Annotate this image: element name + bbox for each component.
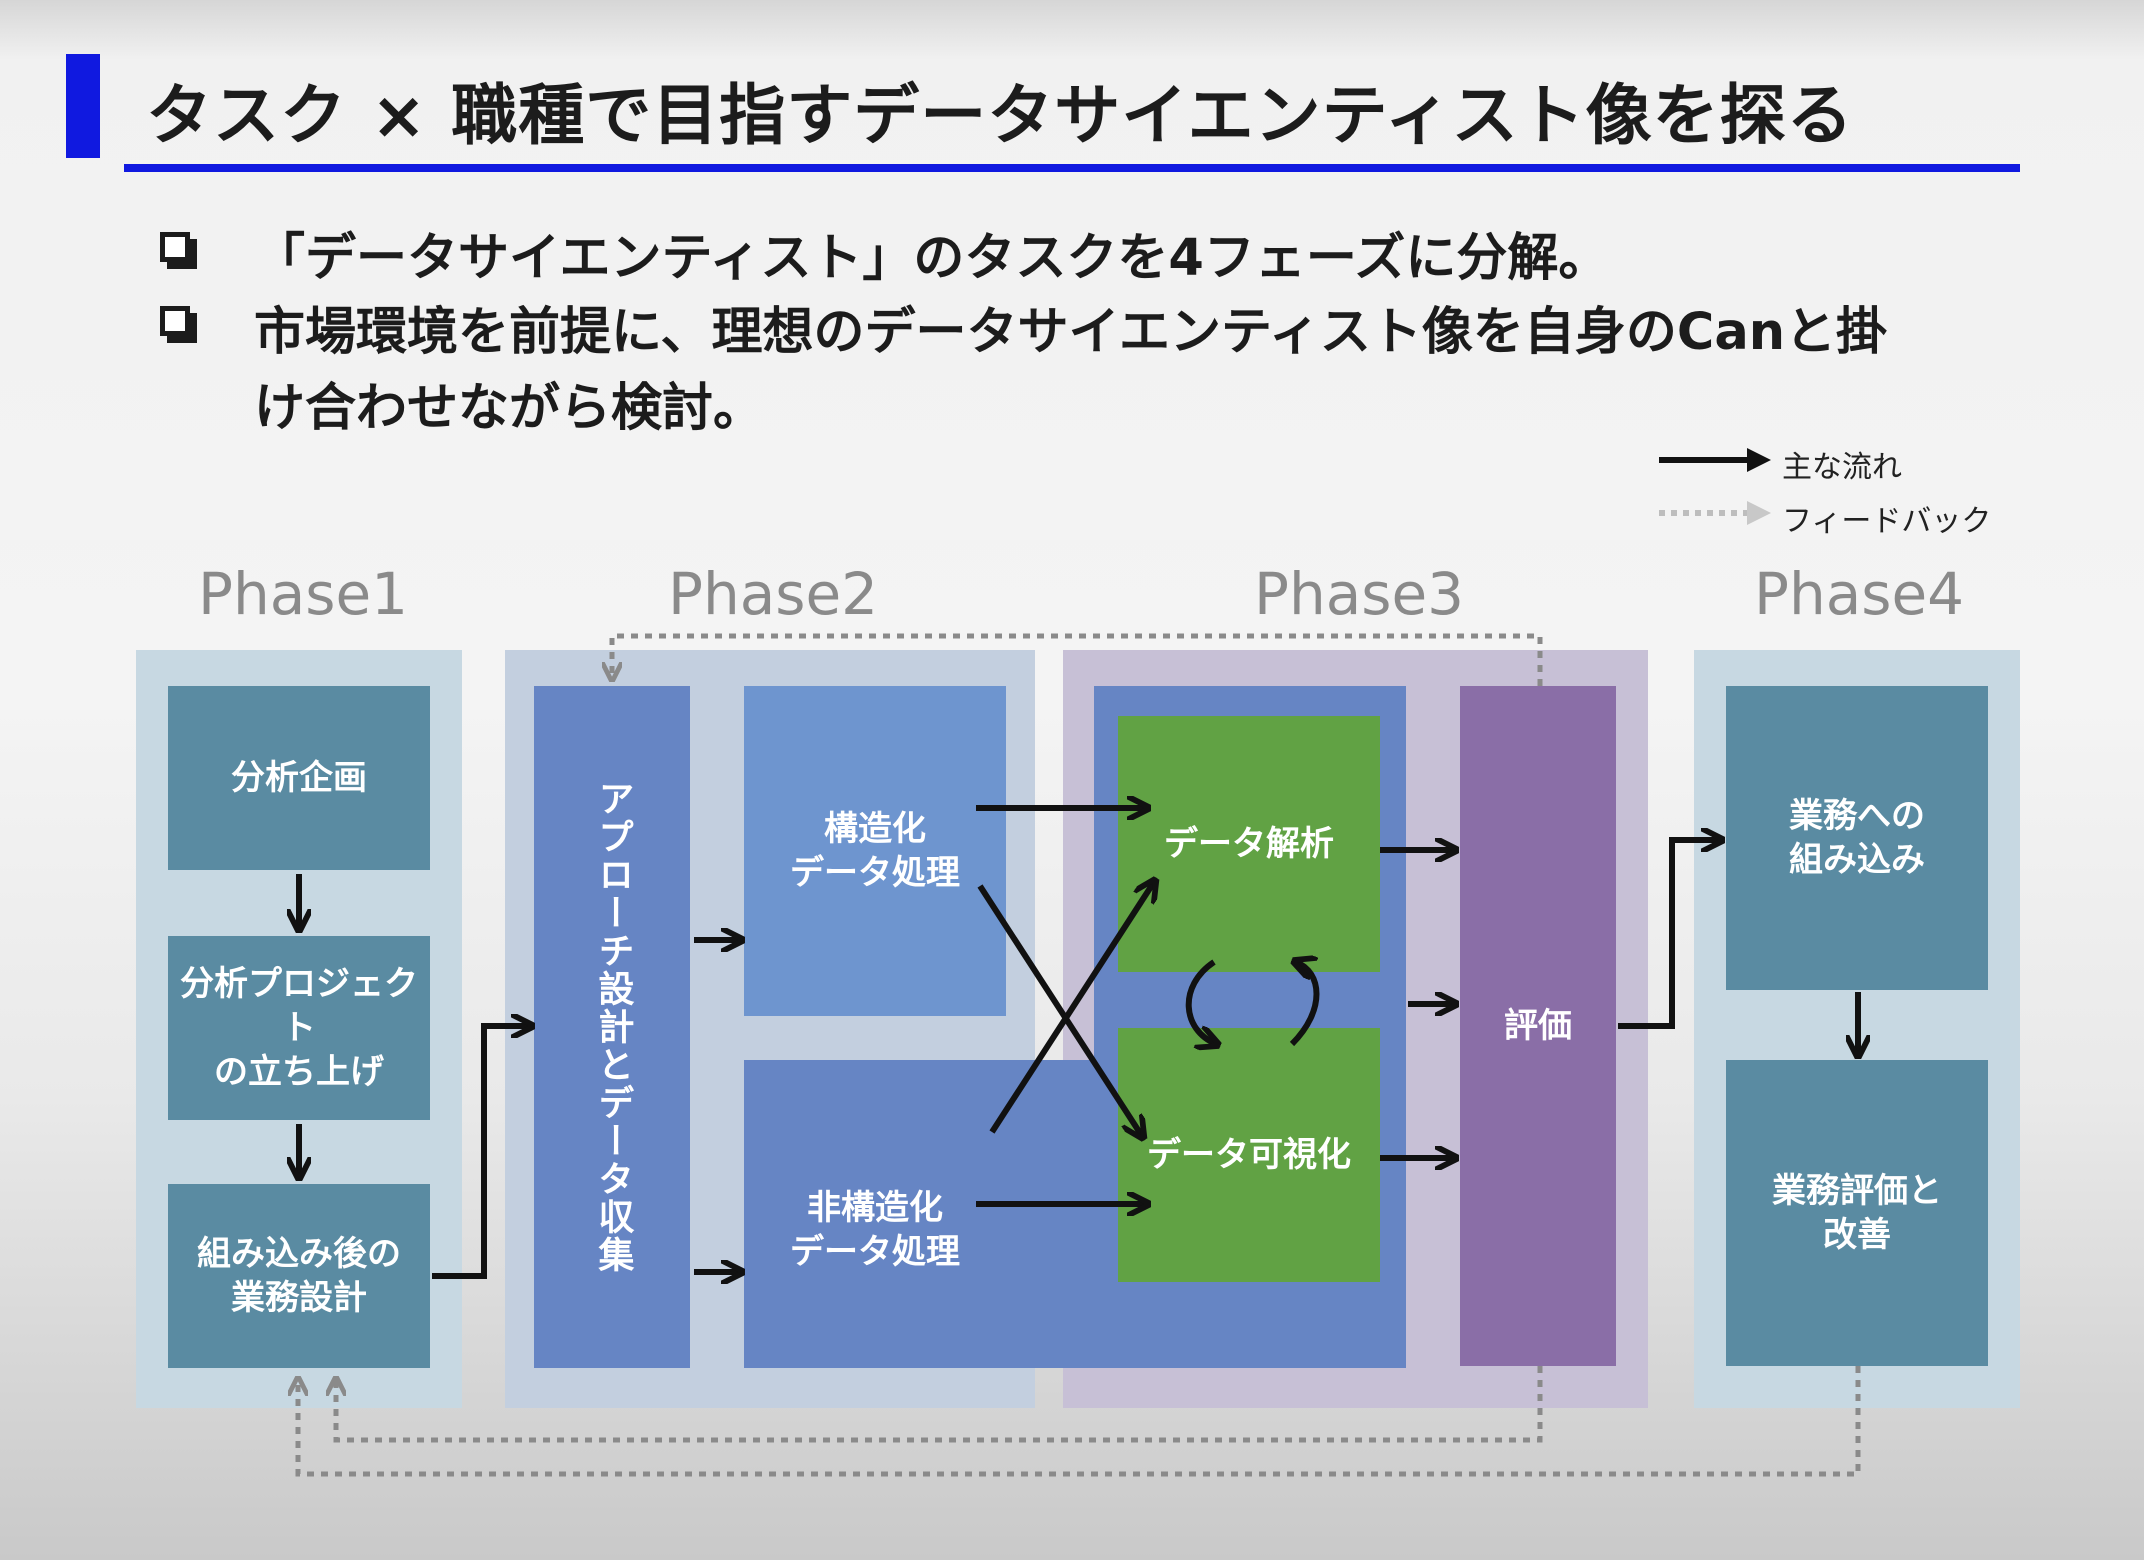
box-business-integration: 業務への 組み込み [1726, 686, 1988, 990]
phase4-label: Phase4 [1754, 560, 1965, 628]
box-evaluation-label: 評価 [1504, 1005, 1572, 1046]
box-business-evaluation-label-1: 業務評価と [1772, 1170, 1942, 1211]
box-project-launch-label-1: 分析プロジェクト [180, 963, 418, 1048]
box-unstructured-processing: 非構造化 データ処理 [744, 1160, 1006, 1300]
legend-feedback: フィードバック [1782, 504, 1992, 539]
box-business-evaluation-label-2: 改善 [1823, 1215, 1891, 1255]
box-business-design-label-2: 業務設計 [231, 1278, 367, 1318]
page-title: タスク × 職種で目指すデータサイエンティスト像を探る [146, 77, 1854, 154]
box-evaluation: 評価 [1460, 686, 1616, 1366]
phase1-label: Phase1 [198, 560, 409, 628]
box-structured-label-1: 構造化 [824, 808, 926, 849]
box-business-integration-label-2: 組み込み [1789, 840, 1925, 880]
box-structured-processing: 構造化 データ処理 [744, 686, 1006, 1016]
bullet-2-text-line1: 市場環境を前提に、理想のデータサイエンティスト像を自身のCanと掛 [254, 303, 1888, 362]
title-underline [124, 164, 2020, 172]
phase2-label: Phase2 [668, 560, 879, 628]
box-analysis-planning: 分析企画 [168, 686, 430, 870]
box-structured-label-2: データ処理 [790, 853, 960, 893]
box-business-design: 組み込み後の 業務設計 [168, 1184, 430, 1368]
title-accent-bar [66, 54, 100, 158]
box-business-evaluation: 業務評価と 改善 [1726, 1060, 1988, 1366]
bullet-2-text-line2: け合わせながら検討。 [254, 379, 765, 438]
phase3-label: Phase3 [1254, 560, 1465, 628]
box-approach-design: アプローチ設計とデータ収集 [534, 686, 690, 1368]
box-data-analysis: データ解析 [1118, 716, 1380, 972]
bullet-checkbox-icon [160, 232, 190, 262]
box-project-launch-label-2: の立ち上げ [214, 1052, 384, 1093]
box-data-visualization: データ可視化 [1118, 1028, 1380, 1282]
legend-icons [1659, 448, 1771, 525]
box-business-integration-label-1: 業務への [1789, 795, 1925, 836]
box-business-design-label-1: 組み込み後の [197, 1233, 401, 1274]
box-approach-design-label: アプローチ設計とデータ収集 [592, 780, 634, 1274]
legend-main-flow: 主な流れ [1782, 450, 1902, 485]
box-data-visualization-label: データ可視化 [1147, 1134, 1351, 1175]
box-analysis-planning-label: 分析企画 [231, 757, 367, 798]
bullet-1-text: 「データサイエンティスト」のタスクを4フェーズに分解。 [254, 229, 1610, 288]
box-project-launch: 分析プロジェクト の立ち上げ [168, 936, 430, 1120]
bullet-checkbox-icon [160, 306, 190, 336]
box-unstructured-label-2: データ処理 [790, 1232, 960, 1272]
box-unstructured-label-1: 非構造化 [807, 1187, 943, 1228]
box-data-analysis-label: データ解析 [1164, 823, 1334, 864]
